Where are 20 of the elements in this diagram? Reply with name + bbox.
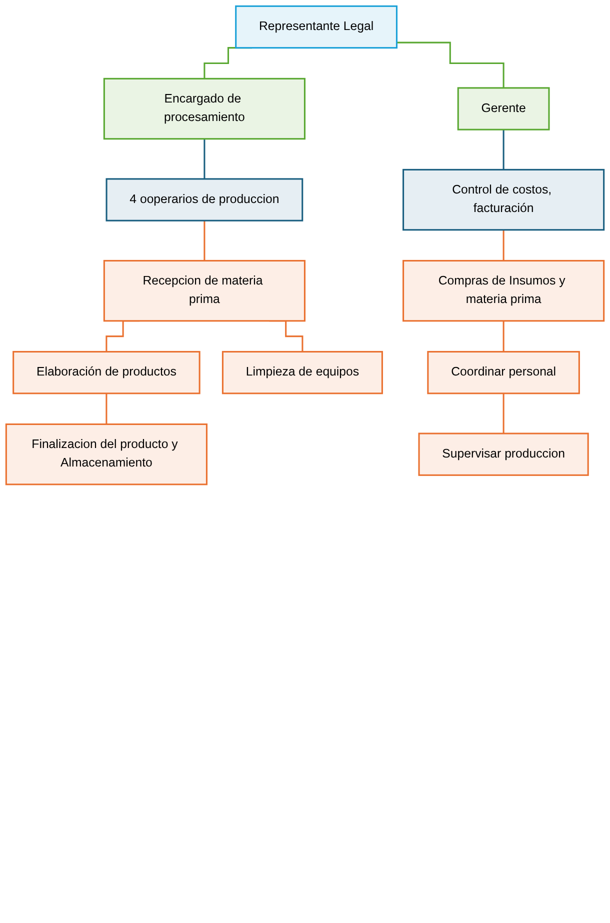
node-box: Limpieza de equipos xyxy=(222,350,383,394)
connector xyxy=(502,128,504,170)
connector xyxy=(396,42,504,89)
node-box: Elaboración de productos xyxy=(12,350,200,394)
connector xyxy=(502,320,504,352)
node-box: Representante Legal xyxy=(235,5,398,49)
node-box: Finalizacion del producto y Almacenamiento xyxy=(5,423,208,486)
node-box: Control de costos, facturación xyxy=(402,168,605,231)
node-box: Gerente xyxy=(457,87,550,130)
node-box: Encargado de procesamiento xyxy=(103,78,306,140)
node-box: Recepcion de materia prima xyxy=(103,260,306,322)
node-box: Compras de Insumos y materia prima xyxy=(402,260,605,322)
connector xyxy=(204,220,206,262)
node-box: Supervisar produccion xyxy=(418,432,589,476)
connector xyxy=(106,392,108,426)
connector xyxy=(204,138,206,180)
connector xyxy=(502,392,504,434)
node-box: 4 ooperarios de produccion xyxy=(106,178,304,222)
connector xyxy=(502,229,504,262)
node-box: Coordinar personal xyxy=(427,350,580,394)
